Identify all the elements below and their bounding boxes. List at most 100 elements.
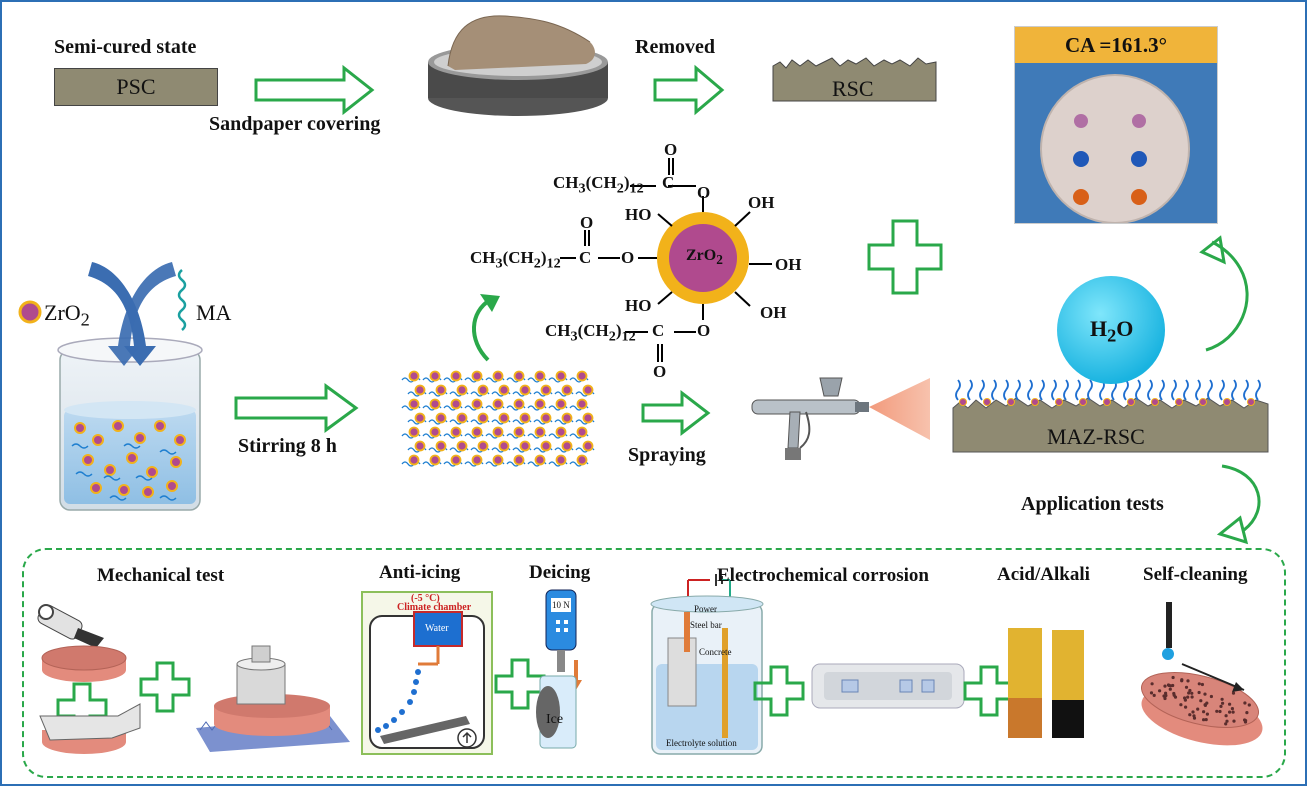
psc-label: PSC: [116, 74, 156, 99]
dirt-dot: [1228, 710, 1232, 714]
dirt-dot: [1231, 710, 1235, 714]
application-tests-label: Application tests: [1021, 493, 1164, 515]
zro2-particle: [492, 398, 504, 410]
oxygen-carbonyl-bottom: O: [653, 362, 667, 381]
surface-particle: [1079, 398, 1087, 406]
climate-chamber-label: Climate chamber: [397, 602, 472, 613]
zro2-particle: [435, 384, 447, 396]
surface-chain: [1183, 379, 1189, 401]
dirt-dot: [1220, 697, 1224, 701]
surface-chain: [1147, 379, 1153, 401]
zro2-legend-label: ZrO2: [44, 300, 90, 330]
dirt-dot: [1152, 693, 1156, 698]
zro2-particle: [471, 426, 483, 438]
deicing-label: Deicing: [529, 562, 591, 583]
surface-chain: [1243, 379, 1249, 401]
zro2-particle: [408, 426, 420, 438]
dirt-dot: [1205, 712, 1209, 716]
zro2-particle: [561, 384, 573, 396]
surface-particle: [1031, 398, 1039, 406]
zro2-particle: [513, 398, 525, 410]
surface-chain: [1219, 379, 1225, 401]
zro2-particle: [498, 384, 510, 396]
carbon-top: C: [662, 173, 675, 192]
utility-knife-icon: [37, 604, 104, 648]
zro2-particle: [450, 454, 462, 466]
zro2-particle: [429, 370, 441, 382]
acid-strip-icon: [1008, 628, 1042, 738]
dirt-dot: [1190, 691, 1194, 695]
hydroxyl-bottom-right: OH: [760, 303, 787, 322]
zro2-particle: [492, 370, 504, 382]
dirt-dot: [1204, 718, 1208, 722]
dirt-dot: [1203, 692, 1207, 696]
dirt-dot: [1243, 720, 1248, 724]
dirt-dot: [1186, 695, 1190, 699]
climate-chamber-icon: [361, 591, 493, 755]
curved-arrow-right: [1199, 235, 1249, 352]
zro2-particle: [576, 454, 588, 466]
contact-angle-photo: CA =161.3°: [1014, 26, 1218, 224]
plus-icon: [494, 658, 546, 710]
dirt-dot: [1164, 691, 1168, 695]
plus-icon: [963, 665, 1015, 717]
dirt-dot: [1168, 687, 1172, 691]
plus-icon: [139, 661, 191, 713]
zro2-particle: [408, 398, 420, 410]
abrasion-weight-icon: [196, 645, 350, 752]
carbon-bottom: C: [652, 321, 665, 340]
modified-particles-array: [401, 370, 595, 467]
dirt-dot: [1150, 682, 1154, 686]
electrochemical-label: Electrochemical corrosion: [717, 565, 929, 586]
ma-legend-chain: [177, 269, 187, 331]
dirt-dot: [1188, 713, 1192, 717]
chain-label-middle: CH3(CH2)12: [470, 248, 561, 272]
ca-label: CA =161.3°: [1015, 27, 1217, 63]
psc-slab: PSC: [54, 68, 218, 106]
surface-chain: [1207, 379, 1213, 401]
removed-label: Removed: [635, 36, 715, 58]
zro2-particle: [429, 426, 441, 438]
dirt-dot: [1243, 701, 1247, 705]
zro2-particle: [534, 398, 546, 410]
zro2-particle: [555, 426, 567, 438]
curved-arrow-up: [472, 294, 500, 362]
zro2-particle: [414, 440, 426, 452]
zro2-particle: [450, 426, 462, 438]
dirt-dot: [1172, 693, 1176, 697]
dirt-dot: [1197, 690, 1201, 695]
zro2-particle: [450, 370, 462, 382]
surface-chain: [1087, 379, 1093, 401]
zro2-particle: [456, 384, 468, 396]
rsc-label: RSC: [832, 76, 874, 101]
dirt-dot: [1149, 691, 1154, 695]
dirt-dot: [1184, 685, 1189, 689]
acid-alkali-label: Acid/Alkali: [997, 564, 1090, 585]
arrow-psc-to-dish: [254, 64, 375, 116]
zro2-particle: [471, 454, 483, 466]
zro2-particle: [555, 454, 567, 466]
dirt-dot: [1196, 707, 1200, 711]
spray-gun-icon: [751, 377, 930, 460]
plus-icon: [867, 219, 943, 295]
surface-chain: [1255, 379, 1261, 401]
dirt-dot: [1184, 705, 1188, 709]
dirt-dot: [1228, 702, 1232, 706]
beaker-icon: [57, 337, 203, 511]
zro2-particle: [435, 412, 447, 424]
surface-chain: [1027, 379, 1033, 401]
oxygen-carbonyl-middle: O: [580, 213, 594, 232]
dirt-dot: [1180, 678, 1184, 682]
surface-particle: [1127, 398, 1135, 406]
zro2-particle: [519, 384, 531, 396]
self-cleaning-sample-icon: [1140, 602, 1263, 746]
dirt-dot: [1231, 691, 1236, 695]
dirt-dot: [1187, 691, 1191, 695]
zro2-particle: [582, 384, 594, 396]
modified-zro2-molecule: [560, 158, 772, 362]
zro2-particle: [429, 398, 441, 410]
surface-chain: [979, 379, 985, 401]
oxygen-ester-middle: O: [621, 248, 635, 267]
zro2-particle: [540, 412, 552, 424]
